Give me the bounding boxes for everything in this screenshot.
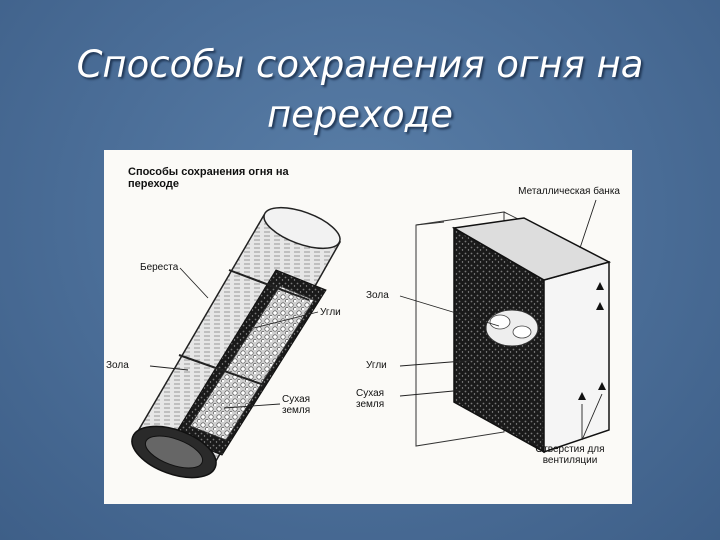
bark-tube-drawing bbox=[131, 206, 342, 479]
leader-lines bbox=[149, 199, 603, 441]
label-vent-holes: Отверстия для вентиляции bbox=[535, 444, 605, 466]
fire-storage-figure: Способы сохранения огня на переходе Бере… bbox=[104, 150, 632, 504]
metal-can-drawing bbox=[415, 211, 612, 454]
label-ash-left: Зола bbox=[106, 360, 129, 371]
figure-drawing bbox=[131, 199, 612, 479]
label-coals-left: Угли bbox=[320, 307, 341, 318]
label-ash-right: Зола bbox=[366, 290, 389, 301]
slide-title: Способы сохранения огня на переходе bbox=[76, 43, 644, 136]
figure-title: Способы сохранения огня на переходе bbox=[128, 166, 289, 190]
label-coals-right: Угли bbox=[366, 360, 387, 371]
label-dry-earth-right: Сухая земля bbox=[356, 388, 385, 410]
label-metal-can: Металлическая банка bbox=[518, 186, 620, 197]
label-bark: Береста bbox=[140, 262, 179, 273]
label-dry-earth-left: Сухая земля bbox=[282, 394, 311, 416]
